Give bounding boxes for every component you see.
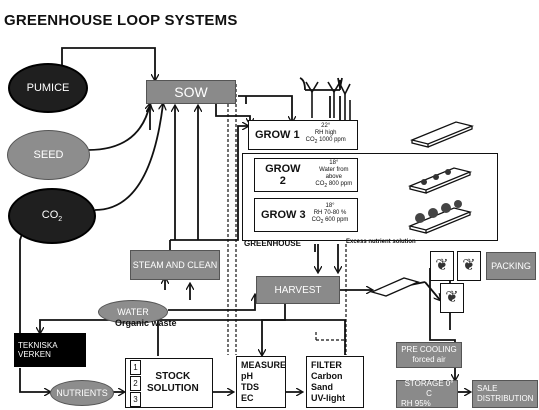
excess-nutrient-label: Excess nutrient solution [346, 239, 416, 245]
lettuce-icon: ❦ [440, 283, 464, 313]
grow3-title: GROW 3 [261, 209, 306, 221]
filter-carbon: Carbon [311, 371, 343, 382]
grow2-conditions: 18° Water from above CO2 800 ppm [311, 160, 357, 190]
tekniska-line1: TEKNISKA [18, 341, 58, 350]
packing-box: PACKING [486, 252, 536, 280]
tank-2: 2 [130, 376, 141, 391]
measure-ph: pH [241, 371, 253, 382]
stock-tanks: 1 2 3 [130, 360, 141, 407]
harvest-box: HARVEST [256, 276, 340, 304]
storage-sub: RH 95% [401, 399, 431, 409]
co2-label: CO2 [42, 209, 62, 223]
steam-and-clean-box: STEAM AND CLEAN [130, 250, 220, 280]
measure-title: MEASURE [241, 360, 286, 371]
measure-box: MEASURE pH TDS EC [236, 356, 286, 408]
sow-label: SOW [174, 84, 207, 100]
lettuce-icon: ❦ [430, 251, 454, 281]
pre-cooling-box: PRE COOLING forced air [396, 342, 462, 368]
grow3-conditions: 18° RH 70-80 % CO2 600 ppm [312, 203, 349, 226]
grow1-title: GROW 1 [255, 129, 300, 141]
measure-tds: TDS [241, 382, 259, 393]
nutrients-label: NUTRIENTS [56, 388, 108, 398]
organic-waste-label: Organic waste [115, 318, 177, 328]
seed-node: SEED [7, 130, 90, 180]
grow1-tray-icon [410, 118, 474, 148]
stock-solution-box: 1 2 3 STOCK SOLUTION [125, 358, 213, 408]
pre-cooling-sub: forced air [412, 355, 445, 365]
filter-uv: UV-light [311, 393, 345, 404]
tank-1: 1 [130, 360, 141, 375]
pumice-node: PUMICE [8, 63, 88, 113]
seed-label: SEED [34, 149, 64, 161]
distribution-title: DISTRIBUTION [477, 394, 533, 404]
co2-node: CO2 [8, 188, 96, 244]
storage-box: STORAGE 0° C RH 95% [396, 380, 458, 408]
filter-sand: Sand [311, 382, 333, 393]
sow-box: SOW [146, 80, 236, 104]
water-label: WATER [117, 307, 149, 317]
nutrients-node: NUTRIENTS [50, 380, 114, 406]
grow2-tray-icon [408, 160, 474, 194]
grow2-box: GROW 2 18° Water from above CO2 800 ppm [254, 158, 358, 192]
grow3-tray-icon [408, 196, 474, 234]
harvest-label: HARVEST [274, 285, 321, 296]
grow2-title: GROW 2 [261, 163, 305, 187]
filter-box: FILTER Carbon Sand UV-light [306, 356, 364, 408]
grow3-box: GROW 3 18° RH 70-80 % CO2 600 ppm [254, 198, 358, 232]
harvest-tray-icon [370, 274, 422, 298]
measure-ec: EC [241, 393, 254, 404]
greenhouse-label: GREENHOUSE [244, 239, 301, 248]
storage-title: STORAGE 0° C [401, 379, 457, 399]
sale-distribution-box: SALE DISTRIBUTION [472, 380, 538, 408]
tekniska-verken-box: TEKNISKA VERKEN [14, 333, 86, 367]
pumice-label: PUMICE [27, 82, 70, 94]
packing-label: PACKING [491, 261, 531, 271]
pre-cooling-title: PRE COOLING [401, 345, 457, 355]
sale-title: SALE [477, 384, 497, 394]
tank-3: 3 [130, 392, 141, 407]
grow1-box: GROW 1 22° RH high CO2 1000 ppm [248, 120, 358, 150]
tekniska-line2: VERKEN [18, 350, 51, 359]
diagram-title: GREENHOUSE LOOP SYSTEMS [4, 12, 238, 29]
lettuce-icon: ❦ [457, 251, 481, 281]
stock-solution-label: STOCK SOLUTION [147, 371, 199, 395]
filter-title: FILTER [311, 360, 342, 371]
grow1-conditions: 22° RH high CO2 1000 ppm [306, 123, 346, 146]
steam-and-clean-label: STEAM AND CLEAN [133, 260, 218, 270]
